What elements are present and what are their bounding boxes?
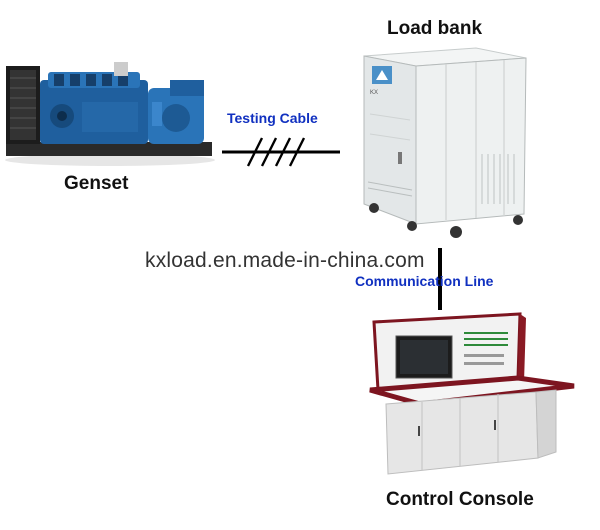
load-bank-label: Load bank <box>387 18 483 39</box>
communication-line-label: Communication Line <box>355 273 494 289</box>
communication-line <box>438 248 442 310</box>
testing-cable-line <box>222 137 340 167</box>
control-console-image <box>369 312 575 475</box>
watermark-text: kxload.en.made-in-china.com <box>145 249 425 272</box>
testing-cable-label: Testing Cable <box>227 110 318 126</box>
genset-label: Genset <box>64 173 129 194</box>
svg-text:KX: KX <box>370 90 378 96</box>
genset-image <box>5 62 215 166</box>
control-console-label: Control Console <box>386 489 534 510</box>
load-bank-image: KX <box>363 47 527 238</box>
